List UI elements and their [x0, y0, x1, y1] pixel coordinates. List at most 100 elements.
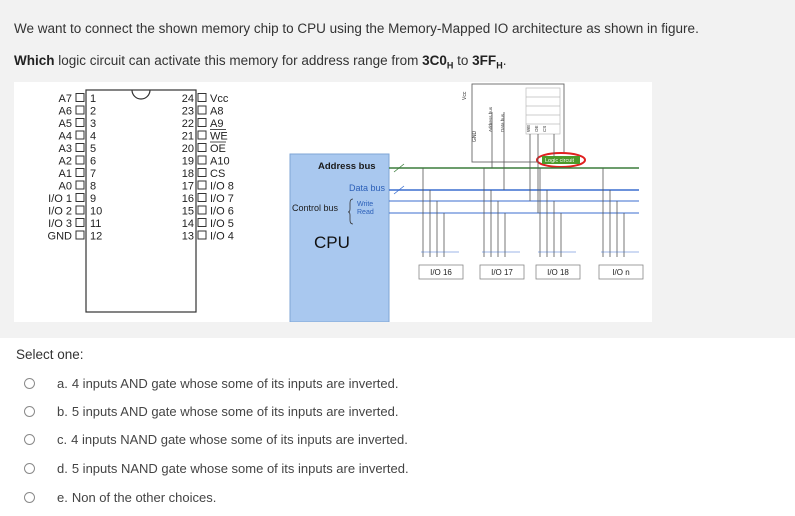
chip-pin-number-left: 7 [90, 168, 96, 180]
memory-connections [491, 112, 555, 213]
question-to: to [453, 53, 473, 68]
option-c[interactable]: c.4 inputs NAND gate whose some of its i… [24, 428, 408, 450]
chip-pin-name-left: A0 [59, 181, 72, 193]
chip-pin-name-left: I/O 1 [48, 193, 72, 205]
option-b[interactable]: b.5 inputs AND gate whose some of its in… [24, 400, 398, 422]
question-line-2: Which logic circuit can activate this me… [14, 53, 506, 71]
radio-option-b[interactable] [24, 405, 35, 417]
io-box-label: I/O 17 [491, 268, 513, 277]
io-box-label: I/O n [612, 268, 629, 277]
chip-pin-left [75, 93, 85, 102]
chip-pin-number-left: 10 [90, 206, 102, 218]
chip-pin-name-left: A7 [59, 93, 72, 105]
chip-pin-name-right: I/O 6 [210, 206, 234, 218]
option-b-text[interactable]: b.5 inputs AND gate whose some of its in… [57, 403, 399, 419]
chip-pin-name-left: A4 [59, 131, 72, 143]
option-d[interactable]: d.5 inputs NAND gate whose some of its i… [24, 457, 409, 479]
chip-pin-right [197, 118, 207, 127]
chip-pin-number-left: 9 [90, 193, 96, 205]
chip-pin-number-left: 8 [90, 181, 96, 193]
chip-pin-number-right: 21 [182, 131, 194, 143]
chip-pin-number-right: 24 [182, 93, 194, 105]
option-e[interactable]: e.Non of the other choices. [24, 486, 216, 508]
address-start-sub: H [446, 60, 454, 71]
chip-pin-name-right: OE [210, 143, 226, 155]
gnd-label: GND [472, 131, 478, 143]
system-diagram: Address bus Data bus Control bus Write R… [289, 83, 644, 323]
chip-pin-right [197, 168, 207, 177]
chip-pin-name-right: CS [210, 168, 225, 180]
chip-pin-number-left: 12 [90, 231, 102, 243]
io-device: I/O n [598, 168, 644, 280]
chip-pin-name-left: A6 [59, 106, 72, 118]
chip-pin-number-right: 16 [182, 193, 194, 205]
chip-pin-number-left: 11 [90, 218, 101, 230]
radio-option-a[interactable] [24, 377, 35, 389]
question-bold-word: Which [14, 53, 55, 68]
question-period: . [502, 53, 507, 68]
chip-body [85, 89, 197, 313]
control-bus-brace [347, 198, 354, 225]
option-a[interactable]: a.4 inputs AND gate whose some of its in… [24, 372, 398, 394]
io-box-label: I/O 18 [547, 268, 569, 277]
chip-pin-name-right: I/O 7 [210, 193, 234, 205]
option-a-text[interactable]: a.4 inputs AND gate whose some of its in… [57, 375, 399, 391]
chip-pin-left [75, 180, 85, 190]
cpu-block [289, 153, 390, 323]
radio-option-e[interactable] [24, 491, 35, 503]
chip-pin-name-right: I/O 5 [210, 218, 234, 230]
chip-pin-left [75, 168, 85, 177]
address-end: 3FF [472, 53, 497, 68]
chip-pin-name-right: A10 [210, 156, 230, 168]
io-box [418, 264, 464, 280]
address-end-sub: H [496, 60, 503, 71]
memory-block [471, 83, 565, 163]
io-device: I/O 17 [479, 168, 525, 280]
logic-circuit-label: Logic circuit [545, 158, 575, 164]
io-box [535, 264, 581, 280]
chip-pin-right [197, 180, 207, 190]
chip-pin-name-left: GND [48, 231, 73, 243]
radio-option-c[interactable] [24, 433, 35, 445]
chip-pin-right [197, 155, 207, 165]
chip-pin-left [75, 230, 85, 240]
io-device: I/O 16 [418, 168, 464, 280]
chip-pin-name-right: I/O 4 [210, 231, 234, 243]
chip-pin-number-right: 23 [182, 106, 194, 118]
chip-pin-right [197, 105, 207, 115]
chip-pin-left [75, 118, 85, 127]
chip-pin-name-right: I/O 8 [210, 181, 234, 193]
chip-pin-right [197, 230, 207, 240]
question-panel: We want to connect the shown memory chip… [0, 0, 795, 338]
io-box [479, 264, 525, 280]
chip-pin-number-left: 6 [90, 156, 96, 168]
chip-pin-name-right: A9 [210, 118, 223, 130]
cpu-label: CPU [314, 233, 350, 252]
memory-cells [525, 87, 561, 135]
chip-pin-right [197, 143, 207, 152]
io-box-label: I/O 16 [430, 268, 452, 277]
chip-pin-left [75, 205, 85, 215]
option-d-text[interactable]: d.5 inputs NAND gate whose some of its i… [57, 460, 409, 476]
option-e-text[interactable]: e.Non of the other choices. [57, 489, 217, 505]
chip-pin-number-right: 15 [182, 206, 194, 218]
control-bus-label: Control bus [292, 203, 339, 213]
memory-pin-label: OE [534, 125, 539, 132]
write-label: Write [357, 201, 373, 208]
memory-pin-label: CS [542, 126, 547, 132]
option-c-text[interactable]: c.4 inputs NAND gate whose some of its i… [57, 431, 408, 447]
chip-pin-number-right: 18 [182, 168, 194, 180]
chip-pin-left [75, 143, 85, 152]
memory-pin-label: Data bus [500, 113, 505, 132]
address-start: 3C0 [422, 53, 447, 68]
chip-pin-name-right: Vcc [210, 93, 229, 105]
memory-pin-label: Address bus [488, 106, 493, 132]
chip-pin-left [75, 218, 85, 227]
io-device: I/O 18 [535, 168, 581, 280]
radio-option-d[interactable] [24, 462, 35, 474]
chip-pin-right [197, 205, 207, 215]
read-label: Read [357, 209, 374, 216]
memory-pin-label: WE [526, 125, 531, 132]
question-line-1: We want to connect the shown memory chip… [14, 21, 699, 36]
